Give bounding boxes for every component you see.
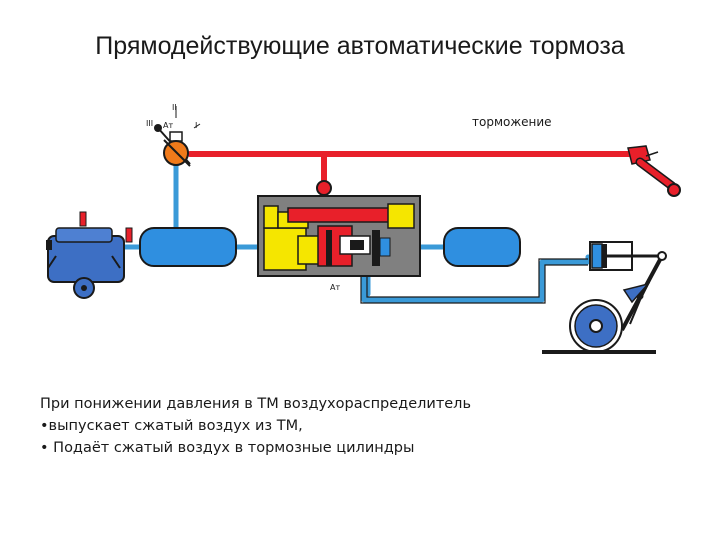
wheel [569, 299, 623, 353]
caption-line-3: • Подаёт сжатый воздух в тормозные цилин… [40, 440, 415, 456]
valve-handle-knob [154, 124, 162, 132]
brake-cock-knob [667, 183, 681, 197]
brake-cock [627, 145, 681, 197]
air-line-outlines [360, 258, 588, 304]
compressor [46, 211, 133, 299]
drivers-brake-valve [154, 106, 201, 167]
caption-line-1: При понижении давления в ТМ воздухораспр… [40, 396, 471, 412]
braking-label: торможение [472, 115, 552, 129]
valve-position-iii: III [146, 119, 153, 128]
brake-linkage [620, 251, 667, 331]
air-distributor [257, 180, 421, 277]
valve-position-ii: II [172, 103, 177, 112]
brake-shoe [622, 282, 651, 304]
brake-cylinder [589, 241, 662, 271]
valve-label: Ат [163, 121, 173, 130]
spare-reservoir [443, 227, 521, 267]
caption: При понижении давления в ТМ воздухораспр… [40, 393, 471, 459]
valve-position-i: I [195, 121, 197, 130]
distributor-port [316, 180, 332, 196]
caption-line-2: •выпускает сжатый воздух из ТМ, [40, 418, 303, 434]
distributor-label: Ат [330, 283, 340, 292]
slide-title: Прямодействующие автоматические тормоза [95, 32, 625, 60]
main-reservoir [139, 227, 237, 267]
